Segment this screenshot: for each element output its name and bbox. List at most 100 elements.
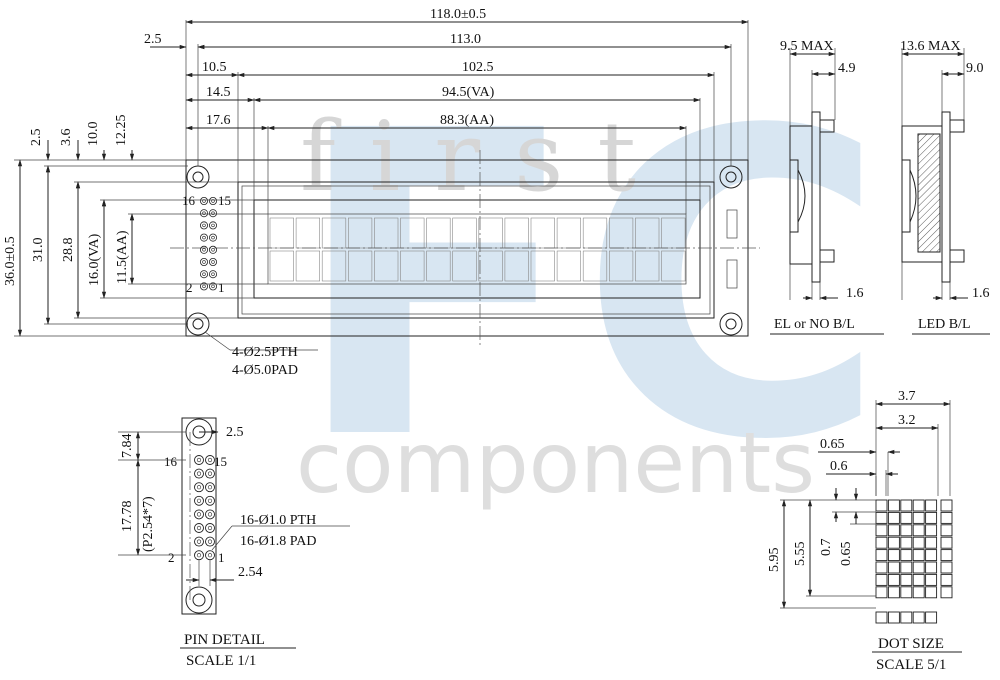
caption-el: EL or NO B/L <box>774 317 855 332</box>
dot <box>925 549 938 562</box>
pd-scale: SCALE 1/1 <box>186 653 256 669</box>
dim-bezel-height: 28.8 <box>61 238 76 263</box>
connector-pin <box>199 196 208 205</box>
dot <box>887 586 900 599</box>
dim-el-1.6: 1.6 <box>846 286 864 301</box>
dim-led-1.6: 1.6 <box>972 286 990 301</box>
connector-pin <box>199 245 208 254</box>
char-cell <box>426 250 451 282</box>
pd-pin-15: 15 <box>214 454 227 469</box>
dim-led-max: 13.6 MAX <box>900 39 961 54</box>
pd-pin-1: 1 <box>218 550 225 565</box>
dot <box>912 511 925 524</box>
connector-pin <box>199 270 208 279</box>
dim-el-4.9: 4.9 <box>838 61 856 76</box>
dot <box>900 524 913 537</box>
connector-pin <box>199 209 208 218</box>
pd-pin-16: 16 <box>164 454 178 469</box>
pin-detail-pin <box>194 468 204 479</box>
dim-dot-5.55: 5.55 <box>793 542 808 567</box>
dot <box>912 536 925 549</box>
dot <box>925 573 938 586</box>
dot <box>912 524 925 537</box>
dim-aa-offset: 17.6 <box>206 113 231 128</box>
dot-grid <box>875 499 953 624</box>
dim-aa-height: 11.5(AA) <box>115 230 130 284</box>
char-cell <box>635 250 660 282</box>
dot <box>875 586 888 599</box>
dim-top-2.5: 2.5 <box>29 129 44 147</box>
dim-hole-height: 31.0 <box>31 238 46 263</box>
pin-detail-pin <box>205 495 215 506</box>
char-cell <box>478 250 503 282</box>
dim-pd-pitch: (P2.54*7) <box>141 496 156 552</box>
pin-detail-pin <box>205 468 215 479</box>
bezel-outline <box>237 181 715 319</box>
dot <box>925 536 938 549</box>
dot <box>925 586 938 599</box>
dim-pd-2.54: 2.54 <box>238 565 263 580</box>
dot-spacer <box>940 573 953 586</box>
connector-pin <box>208 209 217 218</box>
connector-pin <box>208 196 217 205</box>
pin-detail-pins <box>194 455 215 561</box>
caption-led: LED B/L <box>918 317 971 332</box>
dim-led-9.0: 9.0 <box>966 61 984 76</box>
char-cell <box>530 217 555 249</box>
pin-detail-pin <box>194 523 204 533</box>
char-cell <box>608 250 634 282</box>
dot <box>900 586 913 599</box>
dot-caption: DOT SIZE <box>878 636 944 652</box>
connector-pin <box>199 221 208 230</box>
pin-detail-pin <box>194 455 204 465</box>
dim-overall-width: 118.0±0.5 <box>430 7 486 22</box>
char-cell <box>269 250 294 282</box>
pin-detail-pin <box>205 455 215 465</box>
dot <box>900 573 913 586</box>
char-cell <box>374 250 399 282</box>
hole-note-pad: 4-Ø5.0PAD <box>232 363 298 378</box>
watermark: FC first components <box>292 43 887 532</box>
pin-detail-pin <box>194 482 204 493</box>
dim-bezel-offset: 10.5 <box>202 60 227 75</box>
dot-cursor <box>887 611 900 624</box>
dim-va-offset: 14.5 <box>206 85 231 100</box>
pd-caption: PIN DETAIL <box>184 632 265 648</box>
dim-dot-0.65: 0.65 <box>820 437 845 452</box>
viewing-area <box>253 199 701 299</box>
dot <box>912 573 925 586</box>
dot <box>887 499 900 512</box>
dot <box>925 561 938 574</box>
pd-note-pad: 16-Ø1.8 PAD <box>240 534 317 549</box>
char-cell <box>661 217 686 249</box>
dot-spacer <box>940 536 953 549</box>
dot <box>887 573 900 586</box>
connector-pin <box>199 233 208 242</box>
dim-dot-5.95: 5.95 <box>767 548 782 573</box>
char-cell <box>556 250 581 282</box>
dot <box>925 511 938 524</box>
side-view-led: 13.6 MAX 9.0 1.6 LED B/L <box>900 39 990 335</box>
pin-detail-pin <box>205 523 215 533</box>
pin-detail-pin <box>205 482 215 493</box>
pin-detail-pin <box>194 550 204 561</box>
dot <box>900 549 913 562</box>
dim-overall-height: 36.0±0.5 <box>3 236 18 286</box>
dot-size: 3.7 3.2 0.65 0.6 5.95 5.55 0.7 0.65 DOT … <box>767 389 962 673</box>
dot <box>887 511 900 524</box>
dim-va-width: 94.5(VA) <box>442 85 495 100</box>
dot <box>887 561 900 574</box>
dot-cursor <box>912 611 925 624</box>
char-cell <box>400 250 425 282</box>
char-cell <box>321 250 347 282</box>
connector-pin <box>199 257 208 266</box>
char-cell <box>582 250 608 282</box>
pd-note-pth: 16-Ø1.0 PTH <box>240 513 316 528</box>
dot <box>912 549 925 562</box>
dot <box>925 524 938 537</box>
dim-bezel-width: 102.5 <box>462 60 494 75</box>
connector-pin <box>208 257 217 266</box>
dot <box>887 536 900 549</box>
char-cell <box>504 250 529 282</box>
dim-dot-3.2: 3.2 <box>898 413 916 428</box>
